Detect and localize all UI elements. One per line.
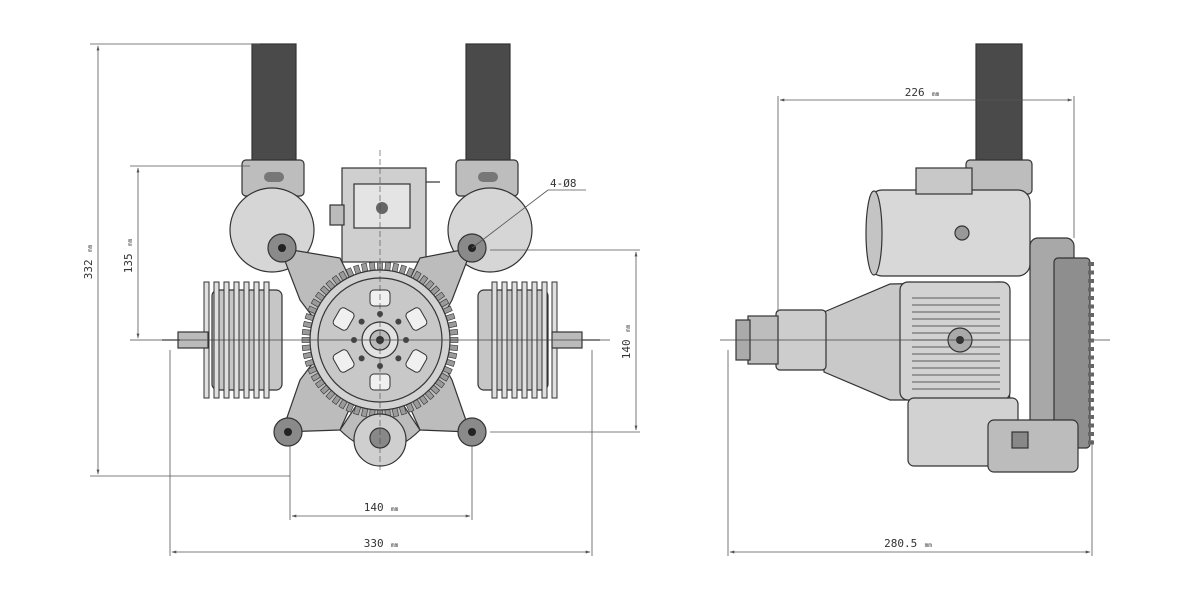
- svg-text:4-Ø8: 4-Ø8: [550, 177, 577, 190]
- hole-callout: 4-Ø8: [471, 177, 586, 249]
- dimension-width-total: 330 mm: [169, 350, 593, 556]
- mount-hole-bl: [273, 417, 303, 447]
- dimension-width-bottom: 280.5 mm: [727, 350, 1093, 556]
- exhaust-pipe-right: [455, 43, 519, 197]
- carburetor: [329, 167, 440, 263]
- side-view: 226 mm 280.5 mm: [720, 43, 1110, 556]
- side-crankcase: [823, 281, 1011, 401]
- exhaust-pipe-left: [241, 43, 305, 197]
- dimension-height-mid: 135 mm: [119, 165, 250, 339]
- dimension-height-right: 140 mm: [490, 249, 640, 433]
- side-prop-hub: [720, 309, 1110, 371]
- mount-hole-br: [457, 417, 487, 447]
- dimension-width-top: 226 mm: [777, 83, 1075, 312]
- side-lower-unit: [907, 397, 1079, 473]
- mount-hole-tl: [267, 233, 297, 263]
- side-muffler: [865, 167, 1031, 277]
- mounting-holes: [267, 233, 487, 447]
- front-view: 332 mm 135 mm 140 mm: [79, 43, 640, 556]
- svg-text:332 mm: 332 mm: [79, 244, 96, 279]
- dimension-width-inner: 140 mm: [289, 446, 473, 520]
- svg-text:135 mm: 135 mm: [119, 238, 136, 273]
- dimension-height-total: 332 mm: [79, 43, 290, 477]
- side-gear-plate: [1029, 237, 1094, 459]
- svg-text:280.5 mm: 280.5 mm: [884, 534, 932, 551]
- svg-text:330 mm: 330 mm: [364, 534, 399, 551]
- svg-text:140 mm: 140 mm: [617, 324, 634, 359]
- side-exhaust-pipe: [965, 43, 1033, 195]
- svg-text:226 mm: 226 mm: [905, 83, 940, 100]
- svg-text:140 mm: 140 mm: [364, 498, 399, 515]
